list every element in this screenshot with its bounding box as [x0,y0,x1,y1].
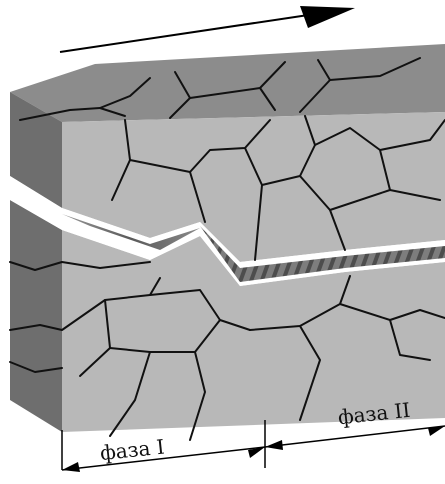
grain-boundaries-top [19,57,421,121]
arrowhead-right2-icon [428,426,445,436]
lower-left-face [10,200,62,432]
crack-surface-phase2 [200,226,445,282]
upper-left-face [10,92,62,208]
grain-boundaries-upper [111,115,445,261]
grain-boundaries-lower [9,261,445,441]
upper-block [10,44,445,262]
phase1-dimension-line [61,446,266,471]
crack [10,176,445,286]
upper-front-face [62,112,445,262]
arrow-shaft [59,13,316,53]
top-face [10,44,445,122]
phase1-label: фаза I [99,434,166,465]
dimension-lines [61,420,445,472]
phase2-dimension-line [264,425,445,448]
arrowhead-left-icon [62,462,80,472]
arrow-right-icon [300,6,355,28]
direction-arrow [59,6,355,53]
arrowhead-right-icon [248,447,265,458]
crack-surface-phase1 [62,214,200,250]
arrowhead-left2-icon [265,440,283,450]
